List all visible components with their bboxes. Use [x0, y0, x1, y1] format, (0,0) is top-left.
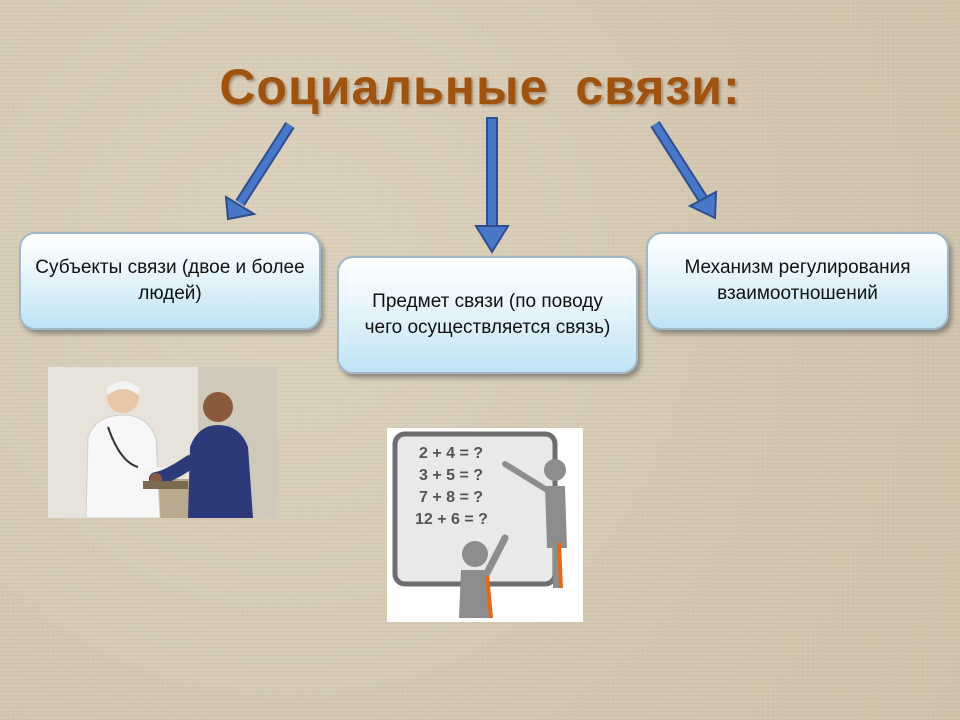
whiteboard-line: 12 + 6 = ? [415, 511, 488, 528]
subject-matter-box: Предмет связи (по поводу чего осуществля… [337, 256, 638, 374]
mechanism-box: Механизм регулирования взаимоотношений [646, 232, 949, 330]
doctor-patient-photo [48, 367, 277, 518]
arrow-down-left-icon [224, 122, 295, 221]
arrow-down-icon [474, 117, 510, 254]
mechanism-label: Механизм регулирования взаимоотношений [684, 257, 911, 304]
subject-matter-label: Предмет связи (по поводу чего осуществля… [364, 291, 611, 338]
whiteboard-line: 7 + 8 = ? [419, 489, 483, 506]
arrow-down-right-icon [650, 121, 718, 220]
page-title: Социальные связи: [219, 59, 741, 115]
whiteboard-line: 3 + 5 = ? [419, 467, 483, 484]
subjects-label: Субъекты связи (двое и более людей) [35, 257, 305, 304]
whiteboard-line: 2 + 4 = ? [419, 445, 483, 462]
whiteboard-lesson-clipart: 2 + 4 = ? 3 + 5 = ? 7 + 8 = ? 12 + 6 = ? [387, 428, 583, 622]
subjects-box: Субъекты связи (двое и более людей) [19, 232, 321, 330]
